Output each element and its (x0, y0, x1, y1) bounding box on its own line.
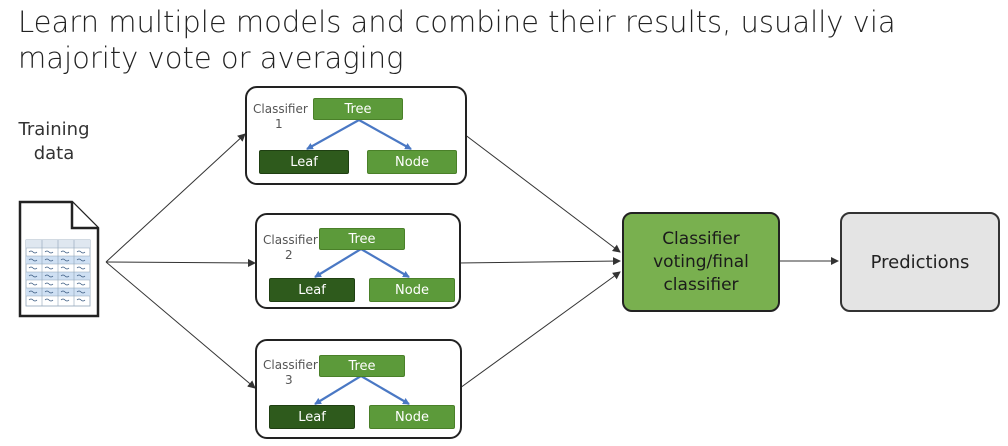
classifier-2-box: Classifier 2 Tree Leaf Node (255, 213, 461, 309)
slide-title: Learn multiple models and combine their … (18, 5, 896, 75)
voting-label-line1: Classifier (662, 228, 740, 249)
classifier-2-label: Classifier 2 (263, 233, 318, 262)
classifier-3-tree-edges (314, 375, 410, 405)
arrow-data-to-classifier-2 (105, 258, 256, 267)
classifier-3-node-node: Node (369, 405, 455, 429)
training-data-label-line2: data (33, 143, 75, 164)
spreadsheet-document-icon (18, 200, 100, 318)
classifier-3-tree-node: Tree (319, 355, 405, 377)
training-data-label-line1: Training (18, 119, 90, 140)
classifier-2-tree-edges (314, 248, 410, 278)
arrow-classifier-2-to-voting (457, 257, 621, 266)
classifier-2-leaf-node: Leaf (269, 278, 355, 302)
classifier-1-tree-edges (306, 119, 412, 150)
classifier-3-leaf-node: Leaf (269, 405, 355, 429)
classifier-1-box: Classifier 1 Tree Leaf Node (245, 86, 467, 185)
classifier-1-label: Classifier 1 (253, 102, 308, 131)
predictions-label: Predictions (870, 251, 970, 273)
arrow-data-to-classifier-1 (105, 133, 246, 263)
classifier-1-node-node: Node (367, 150, 457, 174)
classifier-1-tree-node: Tree (313, 98, 403, 120)
voting-label-line3: classifier (663, 274, 739, 295)
classifier-1-leaf-node: Leaf (259, 150, 349, 174)
predictions-box: Predictions (840, 212, 1000, 312)
arrow-data-to-classifier-3 (105, 261, 256, 389)
voting-label-line2: voting/final (653, 251, 749, 272)
classifier-3-label: Classifier 3 (263, 358, 318, 387)
arrow-classifier-3-to-voting (459, 271, 621, 389)
classifier-3-box: Classifier 3 Tree Leaf Node (255, 339, 462, 439)
voting-classifier-box: Classifier voting/final classifier (622, 212, 780, 312)
classifier-2-node-node: Node (369, 278, 455, 302)
classifier-2-tree-node: Tree (319, 228, 405, 250)
training-data-label: Training data (14, 118, 94, 166)
arrow-classifier-1-to-voting (463, 133, 621, 253)
